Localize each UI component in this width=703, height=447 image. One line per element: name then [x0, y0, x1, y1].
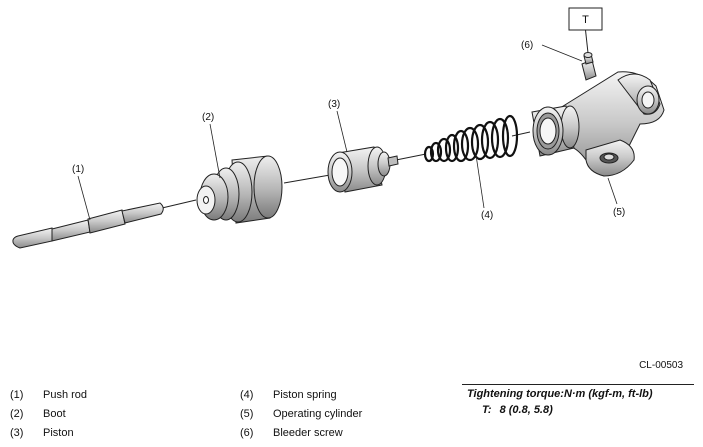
piston — [327, 146, 399, 193]
legend-label: Operating cylinder — [273, 408, 363, 420]
torque-spec: Tightening torque:N·m (kgf-m, ft-lb) T: 8… — [462, 384, 694, 416]
callout-operating-cylinder: (5) — [613, 207, 625, 218]
legend-label: Piston spring — [273, 389, 337, 401]
leader-lines — [77, 44, 618, 221]
callout-bleeder-screw: (6) — [521, 40, 533, 51]
legend-number: (4) — [240, 389, 254, 401]
legend-number: (1) — [10, 389, 24, 401]
callout-push-rod: (1) — [72, 164, 84, 175]
legend-label: Boot — [43, 408, 66, 420]
legend-number: (5) — [240, 408, 254, 420]
legend-label: Bleeder screw — [273, 427, 343, 439]
drawing-id: CL-00503 — [639, 360, 683, 371]
legend-number: (6) — [240, 427, 254, 439]
torque-value-row: T: 8 (0.8, 5.8) — [462, 400, 694, 416]
operating-cylinder — [531, 71, 665, 177]
exploded-view-diagram: T (1) (2) (3) (4) (5) (6) — [12, 7, 665, 249]
legend-number: (2) — [10, 408, 24, 420]
assembly-axis-line — [161, 131, 531, 209]
torque-title: Tightening torque:N·m (kgf-m, ft-lb) — [467, 388, 653, 400]
torque-box-label: T — [582, 14, 589, 26]
legend-label: Push rod — [43, 389, 88, 401]
boot — [196, 155, 283, 224]
bleeder-screw — [581, 52, 597, 81]
torque-value: 8 (0.8, 5.8) — [499, 404, 553, 416]
legend-number: (3) — [10, 427, 24, 439]
piston-spring — [423, 114, 519, 163]
torque-box: T — [568, 7, 603, 54]
torque-key: T: — [482, 404, 492, 416]
callout-boot: (2) — [202, 112, 214, 123]
legend-label: Piston — [43, 427, 74, 439]
callout-piston-spring: (4) — [481, 210, 493, 221]
push-rod — [12, 202, 164, 249]
torque-rule-top — [462, 384, 694, 385]
callout-piston: (3) — [328, 99, 340, 110]
